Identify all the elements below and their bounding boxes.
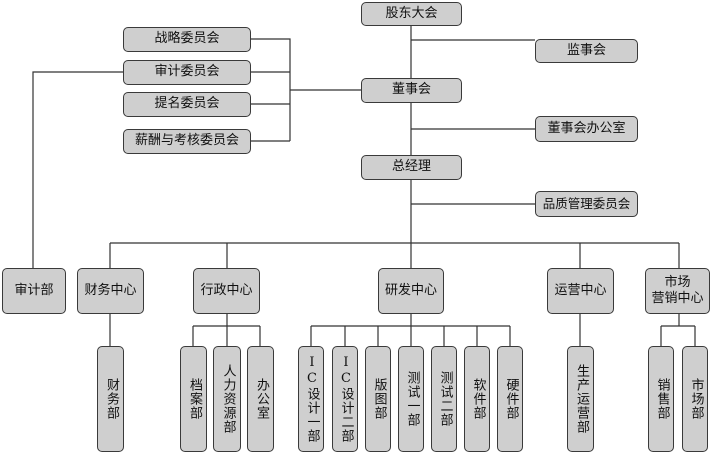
dept-rnd: 研发中心 bbox=[378, 268, 444, 314]
dept-admin: 行政中心 bbox=[193, 268, 260, 314]
audit-line bbox=[32, 71, 123, 268]
sub-archives: 档案部 bbox=[180, 346, 207, 452]
sub-hr: 人力资源部 bbox=[213, 346, 241, 452]
rnd-branch bbox=[310, 314, 511, 346]
sub-sales: 销售部 bbox=[648, 346, 674, 452]
sub-layout: 版图部 bbox=[365, 346, 391, 452]
department-bus bbox=[109, 242, 680, 268]
market-branch bbox=[660, 314, 696, 346]
dept-finance: 财务中心 bbox=[77, 268, 144, 314]
sub-software: 软件部 bbox=[464, 346, 490, 452]
sub-marketing: 市场部 bbox=[682, 346, 708, 452]
shareholders-node: 股东大会 bbox=[361, 2, 462, 26]
committee-strategy: 战略委员会 bbox=[123, 27, 251, 52]
board-node: 董事会 bbox=[361, 78, 462, 103]
committee-audit: 审计委员会 bbox=[123, 60, 251, 85]
gm-node: 总经理 bbox=[361, 155, 462, 180]
dept-ops: 运营中心 bbox=[547, 268, 614, 314]
admin-branch bbox=[192, 314, 261, 346]
board-office-node: 董事会办公室 bbox=[535, 116, 638, 142]
sub-hardware: 硬件部 bbox=[497, 346, 523, 452]
committee-compensation: 薪酬与考核委员会 bbox=[123, 129, 251, 154]
supervisors-node: 监事会 bbox=[535, 39, 638, 63]
sub-test-2: 测试二部 bbox=[431, 346, 457, 452]
sub-finance-dept: 财务部 bbox=[97, 346, 124, 452]
dept-market: 市场 营销中心 bbox=[645, 268, 710, 314]
sub-test-1: 测试一部 bbox=[398, 346, 424, 452]
committee-bracket bbox=[251, 38, 361, 142]
quality-committee-node: 品质管理委员会 bbox=[535, 191, 638, 217]
dept-audit: 审计部 bbox=[2, 268, 66, 314]
committee-nomination: 提名委员会 bbox=[123, 92, 251, 117]
sub-ic-design-1: IC设计一部 bbox=[298, 346, 324, 452]
sub-ic-design-2: IC设计二部 bbox=[332, 346, 358, 452]
sub-office: 办公室 bbox=[247, 346, 274, 452]
sub-production-ops: 生产运营部 bbox=[567, 346, 594, 452]
